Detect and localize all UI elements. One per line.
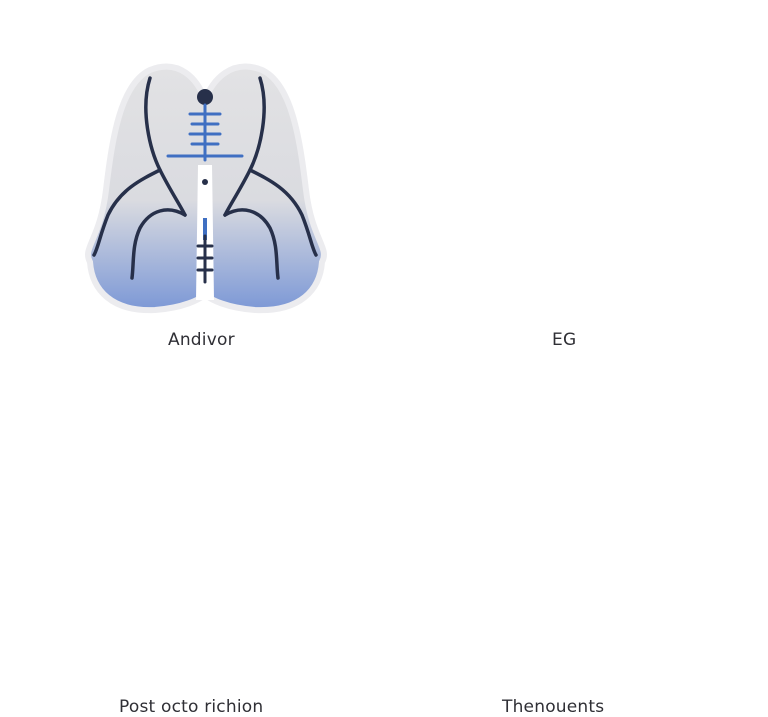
node-label-andivor: Andivor	[168, 330, 235, 350]
node-label-thenouents: Thenouents	[502, 697, 605, 717]
node-label-post-octo-richion: Post octo richion	[119, 697, 264, 717]
spinal-cord-cross-section-icon	[85, 63, 327, 314]
node-label-eg: EG	[552, 330, 577, 350]
